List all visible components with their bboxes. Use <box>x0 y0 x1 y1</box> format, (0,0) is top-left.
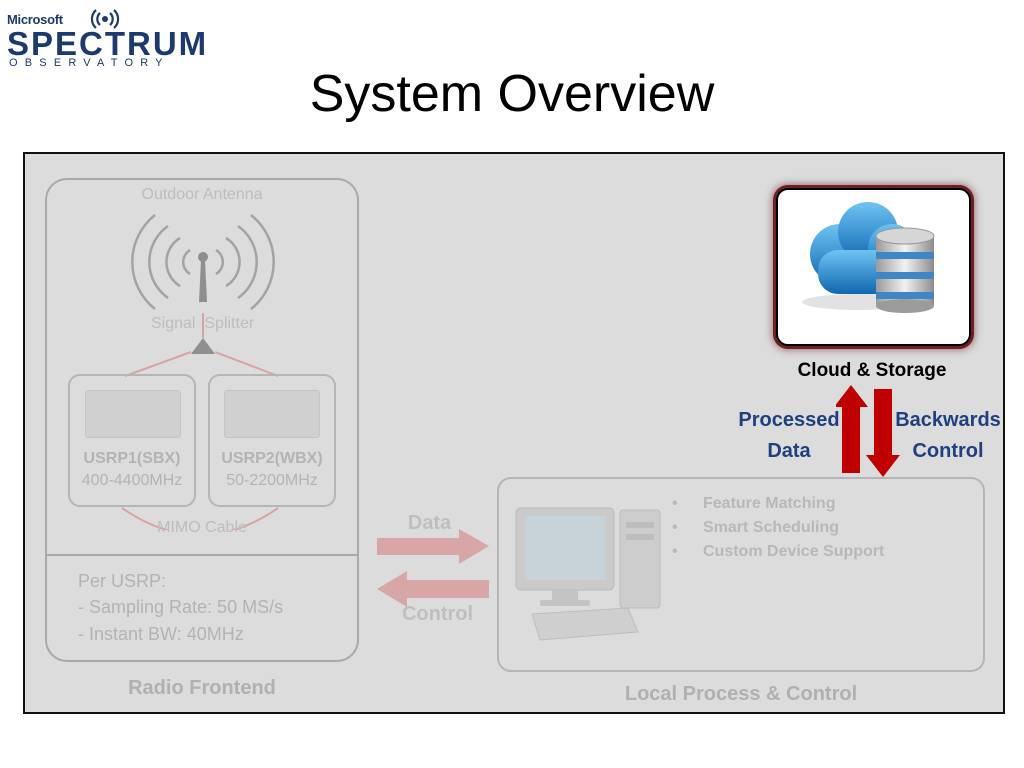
spec-line: - Sampling Rate: 50 MS/s <box>78 597 284 617</box>
data-arrow-label: Data <box>407 512 452 534</box>
processed-data-up-arrow <box>836 385 868 473</box>
processed-data-label-line: Processed <box>738 409 840 431</box>
logo-product: SPECTRUM <box>7 25 209 62</box>
antenna-wave <box>237 224 258 300</box>
antenna-wave <box>250 214 275 310</box>
radio-frontend-label: Radio Frontend <box>128 677 276 699</box>
antenna-wave <box>225 236 241 288</box>
cloud-storage-label: Cloud & Storage <box>797 360 947 381</box>
logo-company: Microsoft <box>7 12 63 27</box>
data-arrow <box>377 529 489 564</box>
antenna-wave <box>215 248 225 276</box>
mimo-cable <box>121 507 279 530</box>
feature-bullet: • <box>672 519 678 536</box>
feature-item: Smart Scheduling <box>703 519 840 536</box>
antenna-wave <box>148 224 169 300</box>
usrp1-name: USRP1(SBX) <box>83 450 181 467</box>
radio-frontend-divider <box>45 554 359 556</box>
local-process-box <box>497 477 985 672</box>
backwards-control-label-line: Backwards <box>895 409 1001 431</box>
feature-item: Custom Device Support <box>703 543 885 560</box>
control-arrow-label: Control <box>401 603 474 625</box>
splitter-label: Signal Splitter <box>151 315 255 332</box>
local-process-label: Local Process & Control <box>624 683 858 705</box>
mimo-label: MIMO Cable <box>157 519 247 536</box>
antenna-wave <box>181 248 191 276</box>
cloud-database-icon <box>802 202 935 313</box>
usrp2-range: 50-2200MHz <box>226 472 318 489</box>
usrp1-device-image <box>85 390 181 438</box>
usrp1-range: 400-4400MHz <box>81 472 183 489</box>
cloud-sync-arrows <box>836 385 900 477</box>
data-control-arrows <box>377 529 489 607</box>
logo-signal-icon <box>90 9 120 29</box>
antenna-mast <box>199 260 207 302</box>
usrp2-name: USRP2(WBX) <box>221 450 323 467</box>
logo-subtitle: OBSERVATORY <box>9 57 170 69</box>
antenna-label: Outdoor Antenna <box>141 186 263 203</box>
feature-item: Feature Matching <box>703 495 836 512</box>
backwards-control-down-arrow <box>866 389 900 477</box>
antenna-tip <box>198 252 208 262</box>
feature-bullet: • <box>672 495 678 512</box>
control-arrow <box>377 571 489 607</box>
splitter-triangle <box>191 338 215 354</box>
spec-line: - Instant BW: 40MHz <box>78 624 244 644</box>
antenna-wave <box>165 236 181 288</box>
spec-line: Per USRP: <box>78 571 167 591</box>
database-stack <box>875 227 935 313</box>
slide-title: System Overview <box>309 65 715 123</box>
processed-data-label-line: Data <box>767 440 811 462</box>
usrp1-box <box>68 374 196 507</box>
antenna-wave <box>131 214 156 310</box>
radio-frontend-box <box>45 178 359 662</box>
usrp2-box <box>208 374 336 507</box>
desktop-computer-image <box>515 507 661 641</box>
usrp2-device-image <box>224 390 320 438</box>
feature-bullet: • <box>672 543 678 560</box>
backwards-control-label-line: Control <box>912 440 984 462</box>
radio-frontend-graphics <box>121 214 279 530</box>
